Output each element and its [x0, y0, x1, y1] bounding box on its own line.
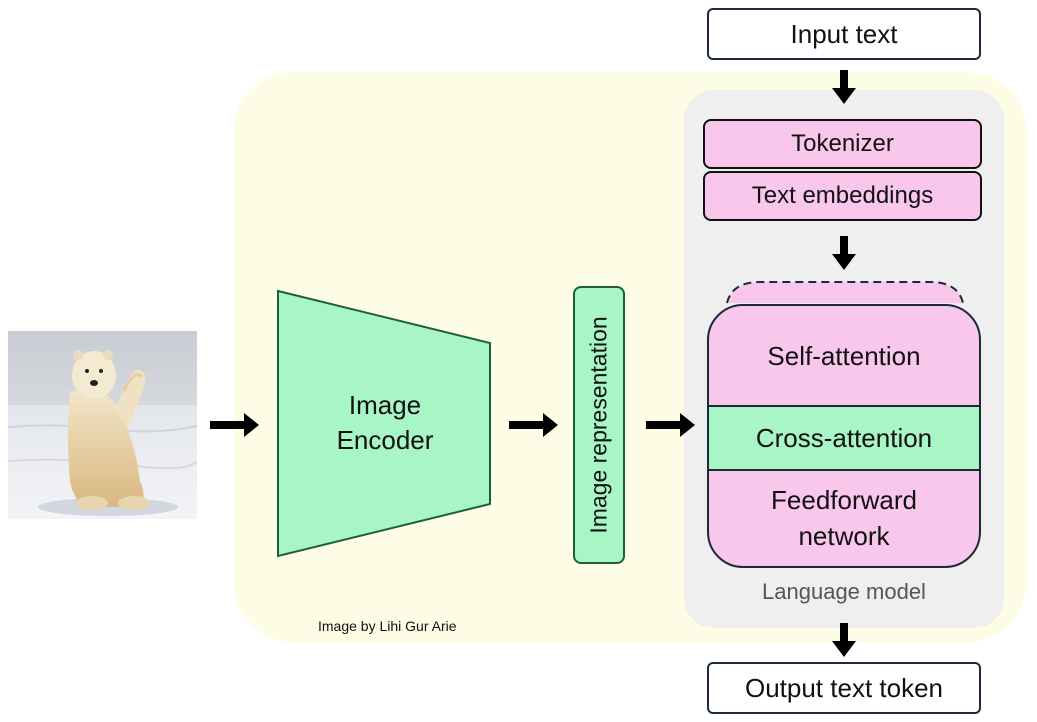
- arrow-shaft-lm-output: [840, 623, 848, 641]
- image-representation-label: Image representation: [585, 316, 612, 534]
- input-text-label: Input text: [790, 18, 898, 49]
- image-credit: Image by Lihi Gur Arie: [318, 618, 457, 634]
- input-text-box: Input text: [707, 8, 981, 60]
- self-attention-layer: Self-attention: [709, 306, 979, 406]
- output-text-token-label: Output text token: [744, 672, 943, 703]
- text-embeddings-label: Text embeddings: [751, 182, 934, 209]
- language-model-label: Language model: [762, 579, 926, 604]
- tokenizer-label: Tokenizer: [791, 130, 894, 157]
- arrow-shaft-photo-encoder: [210, 421, 244, 429]
- output-text-token-box: Output text token: [707, 662, 981, 714]
- cross-attention-layer: Cross-attention: [709, 405, 979, 471]
- arrows: [210, 70, 856, 657]
- arrow-head-lm-output: [832, 641, 856, 657]
- image-representation-box: Image representation: [573, 286, 625, 564]
- arrow-head-rep-lm: [680, 413, 695, 437]
- arrow-head-embed-blocks: [832, 254, 856, 270]
- polar-bear-photo: [8, 331, 197, 519]
- self-attention-label: Self-attention: [767, 340, 921, 371]
- transformer-block: Self-attention Cross-attention Feedforwa…: [707, 304, 981, 568]
- feedforward-line1: Feedforward: [771, 484, 917, 515]
- arrow-shaft-encoder-rep: [509, 421, 543, 429]
- image-encoder-line2: Encoder: [336, 425, 434, 455]
- stacked-layers-dashed: [726, 281, 964, 304]
- text-embeddings-box: Text embeddings: [703, 171, 982, 221]
- arrow-head-input-tokenizer: [832, 88, 856, 104]
- arrow-head-photo-encoder: [244, 413, 259, 437]
- cross-attention-label: Cross-attention: [755, 422, 933, 453]
- feedforward-line2: network: [798, 520, 890, 551]
- image-encoder-label: Image Encoder: [290, 388, 480, 458]
- arrow-head-encoder-rep: [543, 413, 558, 437]
- feedforward-layer: Feedforward network: [709, 467, 979, 566]
- arrow-shaft-rep-lm: [646, 421, 680, 429]
- arrow-shaft-input-tokenizer: [840, 70, 848, 88]
- image-encoder-shape: [277, 289, 491, 558]
- arrow-shaft-embed-blocks: [840, 236, 848, 254]
- tokenizer-box: Tokenizer: [703, 119, 982, 169]
- image-encoder-line1: Image: [348, 390, 422, 420]
